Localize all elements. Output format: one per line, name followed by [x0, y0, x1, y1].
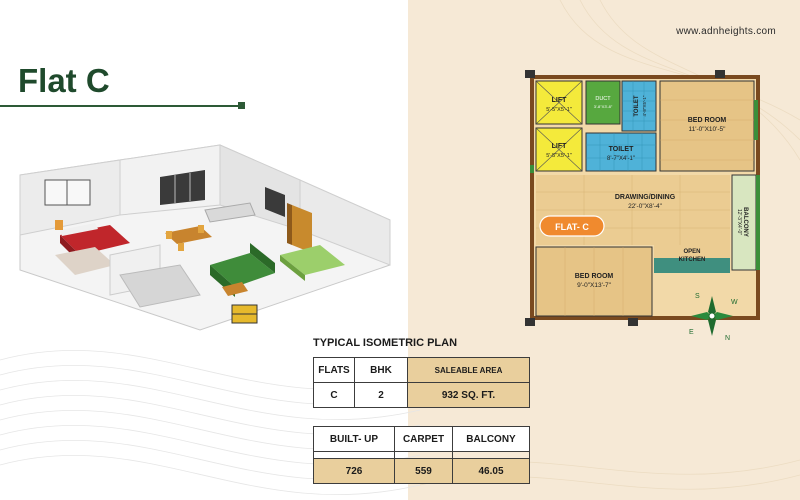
room-label: BALCONY: [742, 207, 748, 237]
compass-e: E: [689, 329, 694, 336]
title-underline: [0, 105, 240, 107]
header-bhk: BHK: [354, 357, 408, 383]
room-label: DRAWING/DINING: [615, 194, 676, 201]
value-balcony: 46.05: [452, 458, 530, 484]
room-label: DUCT: [595, 96, 611, 102]
value-saleable-area: 932 SQ. FT.: [407, 382, 530, 408]
header-flats: FLATS: [313, 357, 355, 383]
room-label: TOILET: [609, 146, 634, 153]
compass-rose-icon: S W E N: [689, 293, 738, 342]
room-dims: 22'-0"X8'-4": [628, 203, 663, 210]
room-label: LIFT: [552, 143, 567, 150]
room-dims: 5'-5"X5'-1": [546, 107, 572, 113]
compass-s: S: [695, 293, 700, 300]
room-label: KITCHEN: [679, 257, 706, 263]
room-label: OPEN: [683, 249, 700, 255]
value-built-up: 726: [313, 458, 395, 484]
room-dims: 12'-3"X4'-0": [736, 209, 742, 235]
title-underline-dot: [238, 102, 245, 109]
header-carpet: CARPET: [394, 426, 453, 452]
isometric-floor-illustration: [19, 144, 391, 331]
plan-subheading: TYPICAL ISOMETRIC PLAN: [313, 337, 458, 349]
room-dims: 11'-0"X10'-5": [689, 126, 727, 133]
value-carpet: 559: [394, 458, 453, 484]
compass-n: N: [725, 335, 730, 342]
area-spec-table: BUILT- UP CARPET BALCONY 726 559 46.05: [313, 426, 530, 484]
value-bhk: 2: [354, 382, 408, 408]
room-dims: 5'-5"X5'-1": [546, 153, 572, 159]
flat-spec-table: FLATS BHK SALEABLE AREA C 2 932 SQ. FT.: [313, 357, 530, 408]
room-label: LIFT: [552, 97, 567, 104]
header-saleable-area: SALEABLE AREA: [407, 357, 530, 383]
compass-w: W: [731, 299, 738, 306]
header-balcony: BALCONY: [452, 426, 530, 452]
room-dims: 4'-8"X5'-1": [642, 95, 647, 116]
header-built-up: BUILT- UP: [313, 426, 395, 452]
room-dims: 8'-7"X4'-1": [607, 156, 635, 162]
value-flat: C: [313, 382, 355, 408]
room-label: TOILET: [634, 95, 640, 117]
room-label: BED ROOM: [688, 117, 727, 124]
floor-plan: LIFT 5'-5"X5'-1" DUCT 3'-8"X3'-8" TOILET…: [525, 70, 760, 326]
room-dims: 3'-8"X3'-8": [594, 104, 613, 109]
flat-badge: FLAT- C: [555, 222, 589, 232]
room-label: BED ROOM: [575, 273, 614, 280]
room-dims: 9'-0"X13'-7": [577, 282, 612, 289]
website-url[interactable]: www.adnheights.com: [676, 26, 776, 37]
page-title: Flat C: [18, 62, 110, 99]
